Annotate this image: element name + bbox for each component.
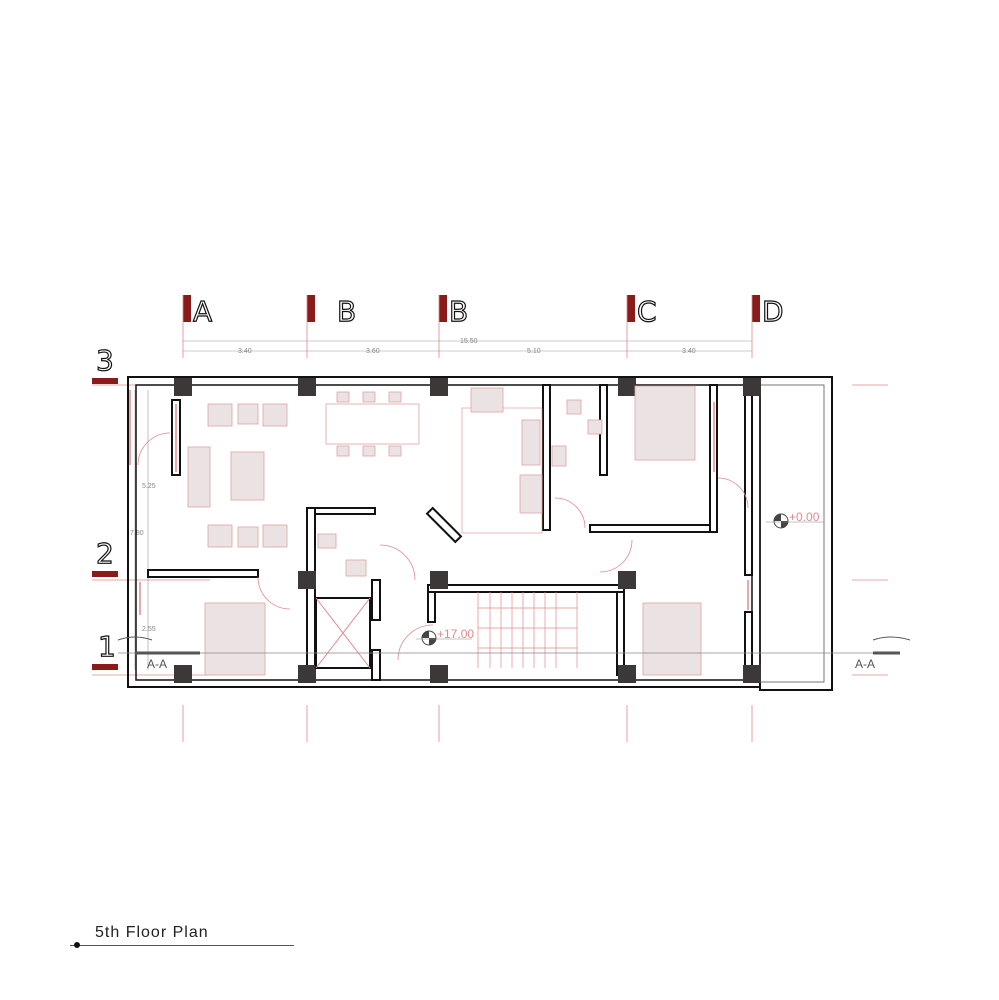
title-underline bbox=[70, 945, 294, 946]
column bbox=[430, 378, 448, 396]
grid-label-b1: B bbox=[337, 295, 356, 328]
column bbox=[618, 378, 636, 396]
grid-label-b2: B bbox=[449, 295, 468, 328]
grid-label-d: D bbox=[762, 295, 784, 328]
grid-marker-b1: B bbox=[307, 294, 357, 329]
column bbox=[174, 378, 192, 396]
column bbox=[430, 665, 448, 683]
grid-column-markers: A B B C D bbox=[183, 294, 784, 329]
grid-row-markers: 3 2 1 bbox=[92, 343, 118, 670]
grid-label-3: 3 bbox=[96, 344, 114, 377]
column bbox=[298, 665, 316, 683]
column bbox=[298, 378, 316, 396]
dim-total-width: 15.50 bbox=[460, 338, 478, 345]
grid-label-1: 1 bbox=[98, 630, 116, 663]
dim-3-2: 5.25 bbox=[142, 483, 156, 490]
windows bbox=[129, 390, 749, 615]
column bbox=[430, 571, 448, 589]
dining-table bbox=[325, 391, 420, 457]
section-label-right: A-A bbox=[855, 657, 875, 671]
column bbox=[298, 571, 316, 589]
dimension-lines bbox=[134, 340, 752, 670]
column bbox=[174, 665, 192, 683]
column bbox=[618, 665, 636, 683]
column bbox=[618, 571, 636, 589]
level-marker-stair bbox=[416, 630, 472, 646]
drawing-title: 5th Floor Plan bbox=[95, 924, 209, 941]
grid-label-2: 2 bbox=[96, 537, 114, 570]
structural-columns bbox=[174, 378, 761, 683]
doors bbox=[137, 432, 749, 661]
column bbox=[743, 378, 761, 396]
grid-marker-c: C bbox=[627, 294, 657, 329]
bathroom-fixtures bbox=[317, 399, 603, 577]
level-label-balcony: +0.00 bbox=[789, 510, 820, 524]
staircase bbox=[477, 592, 578, 668]
dim-b-c: 5.10 bbox=[527, 348, 541, 355]
dim-a-b: 3.40 bbox=[238, 348, 252, 355]
living-room-furniture bbox=[187, 403, 288, 548]
grid-label-a: A bbox=[193, 295, 212, 328]
grid-marker-b2: B bbox=[439, 294, 469, 329]
level-label-stair: +17.00 bbox=[437, 627, 474, 641]
dim-total-depth: 7.80 bbox=[130, 530, 144, 537]
column bbox=[743, 665, 761, 683]
interior-walls bbox=[147, 384, 753, 681]
title-bullet bbox=[74, 942, 80, 948]
bedroom-beds bbox=[204, 385, 702, 676]
section-label-left: A-A bbox=[147, 657, 167, 671]
dim-b-b: 3.60 bbox=[366, 348, 380, 355]
kitchen bbox=[461, 387, 543, 534]
dim-c-d: 3.40 bbox=[682, 348, 696, 355]
level-marker-balcony bbox=[766, 513, 824, 529]
grid-marker-a: A bbox=[183, 294, 213, 329]
section-line bbox=[117, 636, 911, 655]
grid-label-c: C bbox=[637, 295, 657, 328]
dim-2-1: 2.55 bbox=[142, 626, 156, 633]
elevator-shaft bbox=[315, 597, 371, 669]
grid-marker-d: D bbox=[752, 294, 784, 329]
